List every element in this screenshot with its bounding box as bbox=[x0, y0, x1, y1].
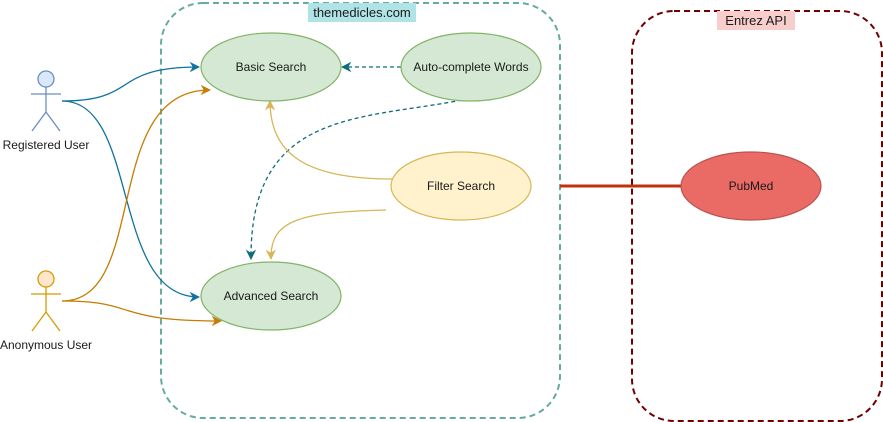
advanced-search-label: Advanced Search bbox=[224, 289, 319, 303]
use-case-auto-complete[interactable]: Auto-complete Words bbox=[400, 32, 542, 102]
edge-filter-basic bbox=[264, 99, 393, 180]
use-case-pubmed[interactable]: PubMed bbox=[680, 151, 822, 221]
edge-autocomplete-advanced bbox=[245, 99, 463, 261]
edge-registered-basic bbox=[61, 61, 201, 102]
registered-user-label: Registered User bbox=[3, 138, 90, 152]
use-case-basic-search[interactable]: Basic Search bbox=[200, 32, 342, 102]
themedicles-container bbox=[160, 2, 561, 419]
actor-registered-user[interactable]: Registered User bbox=[3, 70, 90, 152]
actor-anonymous-user[interactable]: Anonymous User bbox=[0, 270, 92, 352]
edge-filter-advanced bbox=[265, 209, 387, 261]
edge-anonymous-advanced bbox=[61, 300, 223, 327]
use-case-filter-search[interactable]: Filter Search bbox=[390, 151, 532, 221]
edge-registered-advanced bbox=[61, 100, 201, 303]
anonymous-user-label: Anonymous User bbox=[0, 338, 92, 352]
themedicles-label: themedicles.com bbox=[313, 5, 411, 20]
pubmed-label: PubMed bbox=[729, 179, 774, 193]
entrez-label: Entrez API bbox=[725, 13, 786, 28]
edge-anonymous-basic bbox=[61, 84, 212, 302]
filter-search-label: Filter Search bbox=[427, 179, 495, 193]
entrez-label-bg bbox=[717, 11, 795, 30]
auto-complete-label: Auto-complete Words bbox=[413, 60, 528, 74]
registered-user-icon bbox=[31, 70, 61, 132]
use-case-advanced-search[interactable]: Advanced Search bbox=[200, 261, 342, 331]
themedicles-label-bg bbox=[308, 3, 416, 22]
anonymous-user-icon bbox=[31, 270, 61, 332]
basic-search-label: Basic Search bbox=[236, 60, 307, 74]
